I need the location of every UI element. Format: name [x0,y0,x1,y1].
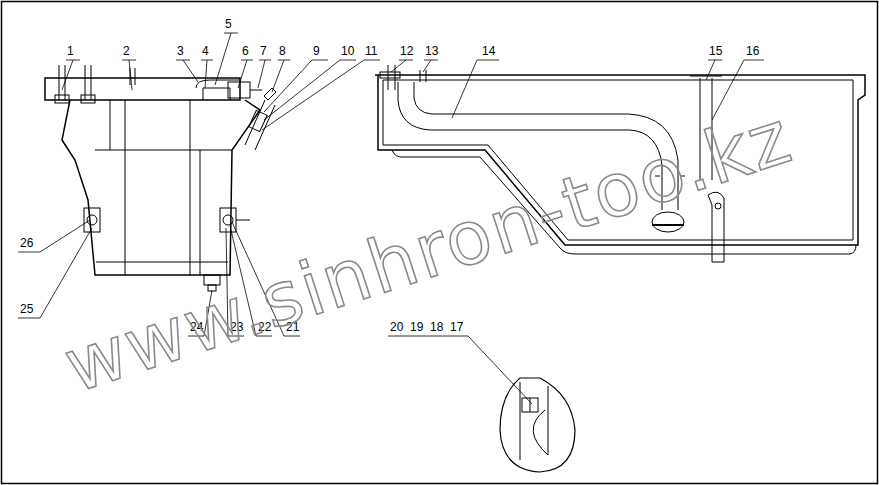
callout-number: 2 [123,45,130,57]
callout-number: 11 [365,45,377,57]
callout-number: 12 [400,45,413,57]
callout-number: 13 [425,45,438,57]
watermark: www.sinhron-too.kz [55,96,801,406]
callout-number: 16 [746,45,759,57]
callout-number: 1 [67,45,74,57]
callout-number: 4 [202,45,209,57]
callout-number: 3 [177,45,184,57]
callout-number: 6 [242,45,249,57]
callout-number: 14 [482,45,495,57]
callout-number: 25 [20,303,33,315]
callout-number: 20 [390,321,403,333]
callout-number: 10 [341,45,354,57]
callout-number: 9 [313,45,320,57]
callout-number: 19 [410,321,423,333]
callout-number: 5 [225,18,232,30]
callout-number: 7 [260,45,267,57]
callout-number: 18 [430,321,443,333]
callout-number: 15 [709,45,722,57]
callout-number: 26 [20,237,33,249]
callout-number: 17 [450,321,463,333]
callout-number: 8 [279,45,286,57]
